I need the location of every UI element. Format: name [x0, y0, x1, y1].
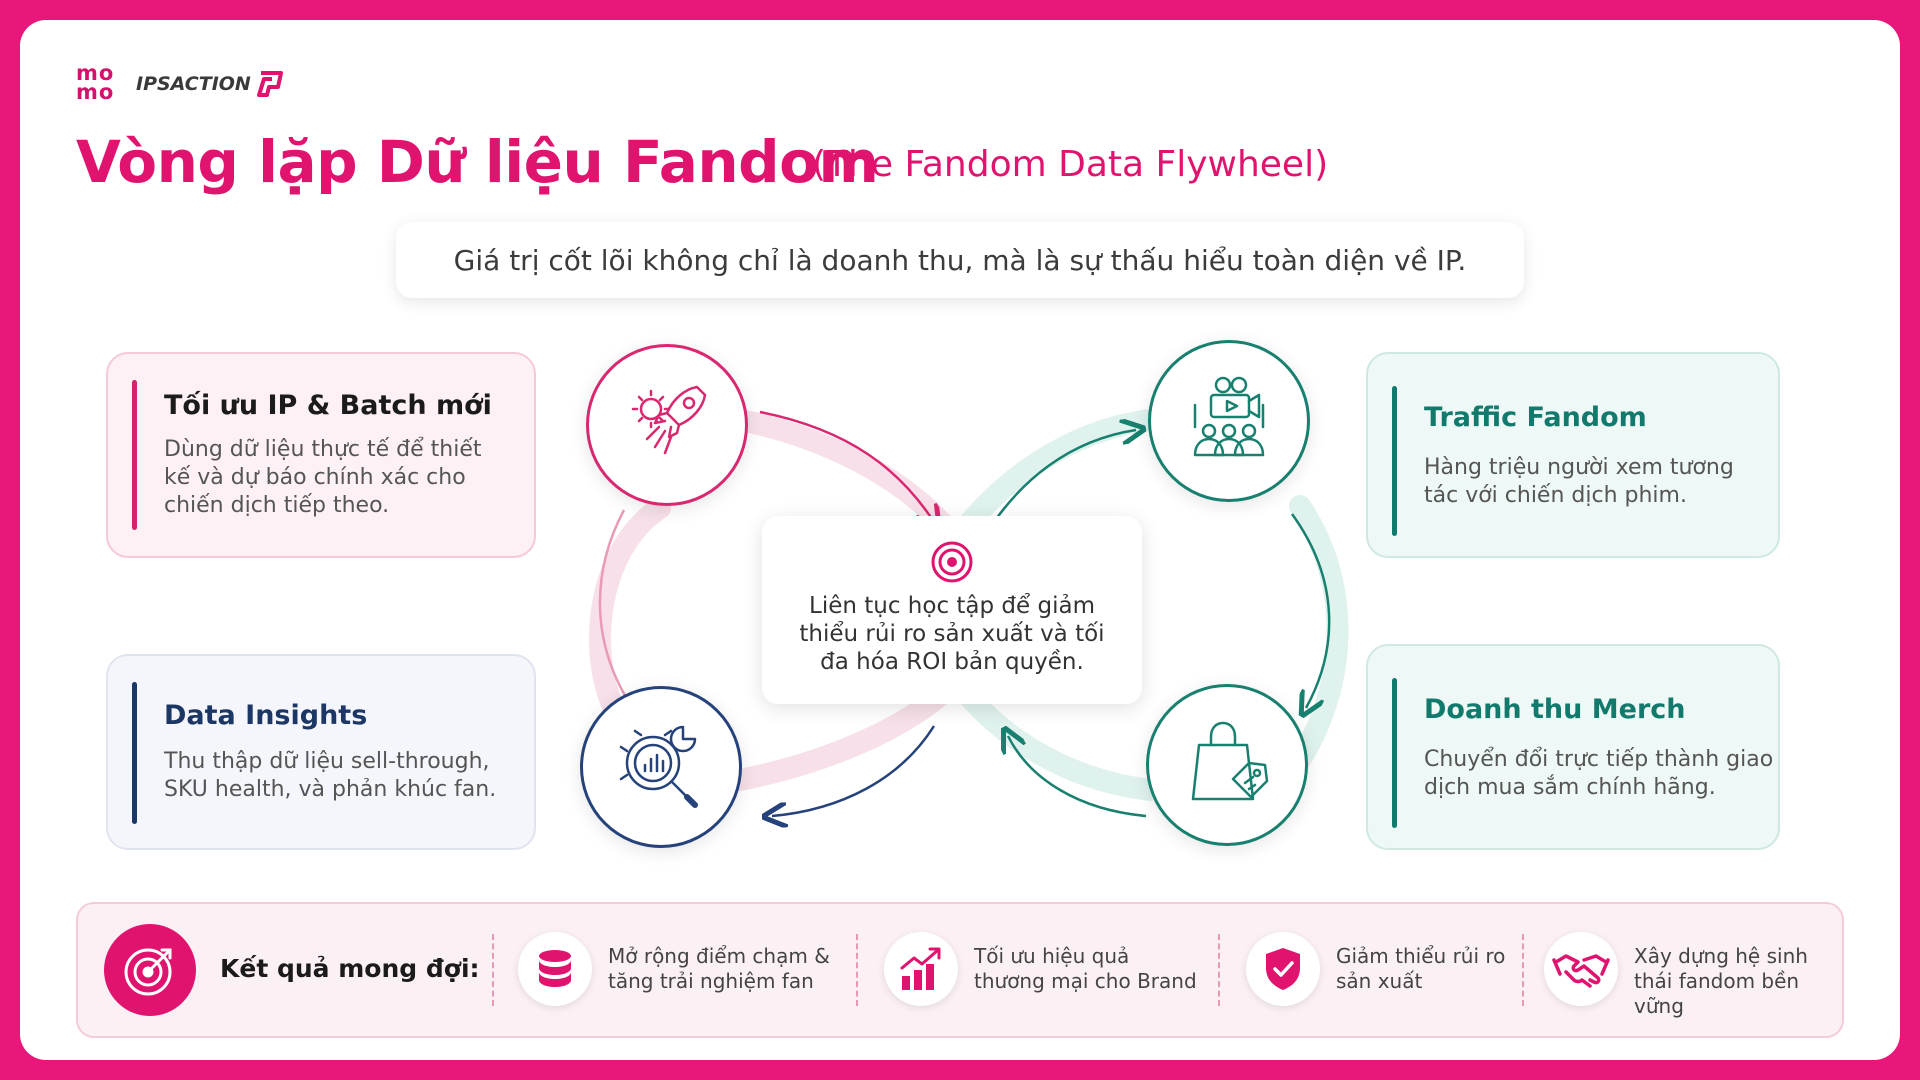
handshake-icon	[1552, 954, 1610, 988]
card-title: Tối ưu IP & Batch mới	[164, 390, 492, 421]
card-title: Traffic Fandom	[1424, 402, 1647, 433]
database-icon	[539, 950, 571, 987]
card-description: Dùng dữ liệu thực tế để thiết kế và dự b…	[164, 437, 482, 518]
result-text: Xây dựng hệ sinh thái fandom bền vững	[1634, 944, 1808, 1018]
node-insights	[580, 686, 742, 848]
card-accent-bar	[132, 380, 137, 530]
card-merch-revenue: Doanh thu Merch Chuyển đổi trực tiếp thà…	[1366, 644, 1780, 850]
result-item: Mở rộng điểm chạm & tăng trải nghiệm fan	[518, 930, 838, 1010]
card-description: Thu thập dữ liệu sell-through, SKU healt…	[164, 749, 497, 802]
data-analysis-icon	[619, 725, 698, 808]
node-optimize	[586, 344, 748, 506]
page-subtitle: (The Fandom Data Flywheel)	[812, 144, 1329, 185]
result-text: Mở rộng điểm chạm & tăng trải nghiệm fan	[608, 944, 830, 993]
slide-canvas: mo mo IPSACTION Vòng lặp Dữ liệu Fandom …	[20, 20, 1900, 1060]
result-item: Giảm thiểu rủi ro sản xuất	[1246, 930, 1526, 1010]
arrow-center-to-insights	[772, 725, 936, 816]
results-separator	[1522, 934, 1524, 1006]
result-item: Tối ưu hiệu quả thương mại cho Brand	[884, 930, 1204, 1010]
card-description: Hàng triệu người xem tương tác với chiến…	[1424, 455, 1734, 508]
node-merch	[1146, 684, 1308, 846]
node-traffic	[1148, 340, 1310, 502]
momo-logo-line1: mo	[76, 61, 115, 85]
arrow-optimize-to-center	[759, 410, 934, 522]
results-label: Kết quả mong đợi:	[220, 954, 480, 983]
results-badge	[104, 924, 196, 1016]
card-accent-bar	[1392, 386, 1397, 536]
target-arrow-icon	[124, 948, 172, 996]
ipsaction-logo-text: IPSACTION	[136, 73, 251, 95]
arrow-insights-to-optimize	[598, 509, 632, 705]
shopping-bag-tag-icon	[1191, 721, 1269, 801]
tagline-box: Giá trị cốt lõi không chỉ là doanh thu, …	[396, 222, 1524, 298]
results-separator	[492, 934, 494, 1006]
results-separator	[1218, 934, 1220, 1006]
card-accent-bar	[1392, 678, 1397, 828]
card-description: Chuyển đổi trực tiếp thành giao dịch mua…	[1424, 747, 1774, 800]
card-title: Data Insights	[164, 700, 368, 731]
shield-check-icon	[1266, 948, 1300, 990]
card-accent-bar	[132, 682, 137, 824]
result-icon-wrap	[518, 932, 592, 1006]
expected-results-bar: Kết quả mong đợi: Mở rộng điểm chạm & tă…	[76, 902, 1844, 1038]
ipsaction-mark-icon	[256, 71, 283, 97]
result-text: Tối ưu hiệu quả thương mại cho Brand	[974, 944, 1197, 993]
flywheel-center-text: Liên tục học tập để giảm thiểu rủi ro sả…	[799, 593, 1105, 675]
result-text: Giảm thiểu rủi ro sản xuất	[1336, 944, 1506, 993]
momo-logo-line2: mo	[76, 80, 115, 104]
tagline-text: Giá trị cốt lõi không chỉ là doanh thu, …	[453, 243, 1467, 277]
page-title: Vòng lặp Dữ liệu Fandom	[76, 128, 879, 196]
arrow-center-to-traffic	[984, 430, 1136, 535]
card-data-insights: Data Insights Thu thập dữ liệu sell-thro…	[106, 654, 536, 850]
card-optimize-ip: Tối ưu IP & Batch mới Dùng dữ liệu thực …	[106, 352, 536, 558]
target-icon	[931, 541, 973, 583]
result-icon-wrap	[1544, 932, 1618, 1006]
rocket-gear-icon	[631, 385, 707, 455]
arrow-merch-to-center	[1008, 736, 1147, 818]
result-icon-wrap	[884, 932, 958, 1006]
result-item: Xây dựng hệ sinh thái fandom bền vững	[1544, 930, 1840, 1018]
ipsaction-logo: IPSACTION	[136, 70, 285, 98]
growth-chart-icon	[900, 947, 941, 990]
card-traffic-fandom: Traffic Fandom Hàng triệu người xem tươn…	[1366, 352, 1780, 558]
arrow-traffic-to-merch	[1290, 513, 1331, 708]
cinema-audience-icon	[1193, 376, 1265, 457]
momo-logo: mo mo	[76, 61, 120, 108]
results-separator	[856, 934, 858, 1006]
card-title: Doanh thu Merch	[1424, 694, 1686, 725]
flywheel-center-box: Liên tục học tập để giảm thiểu rủi ro sả…	[762, 516, 1142, 704]
result-icon-wrap	[1246, 932, 1320, 1006]
